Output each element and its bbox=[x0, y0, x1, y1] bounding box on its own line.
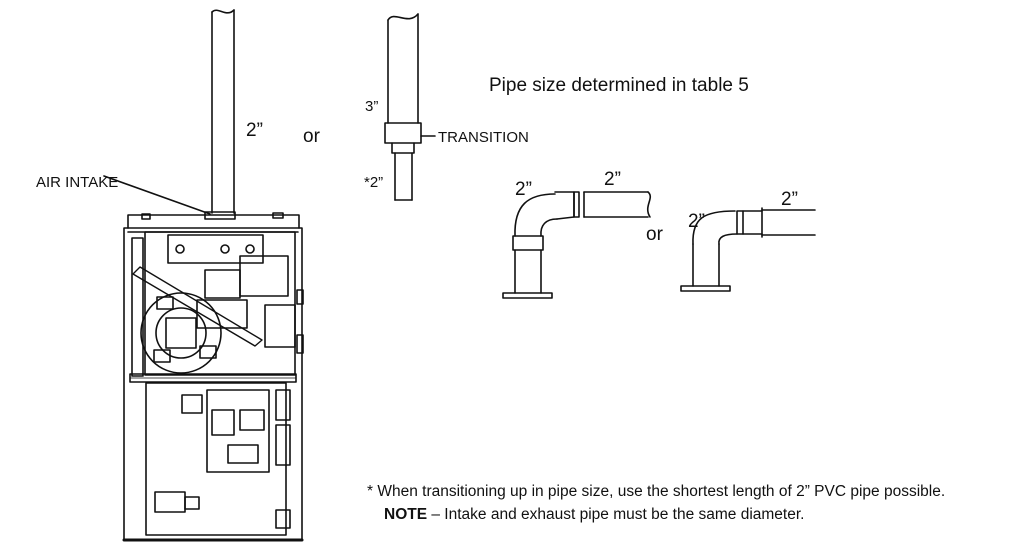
air-intake-label: AIR INTAKE bbox=[36, 174, 119, 191]
intake-pipe-2in bbox=[211, 9, 235, 214]
pipe-3in-label: 3” bbox=[365, 98, 379, 115]
pipe-star-2in-label: *2” bbox=[364, 174, 384, 191]
or-label-elbow: or bbox=[646, 224, 663, 245]
furnace-unit bbox=[122, 211, 304, 542]
elbow2-vertical-label: 2” bbox=[688, 211, 705, 232]
pipe-2in-label: 2” bbox=[246, 120, 263, 141]
footnote-line-1: * When transitioning up in pipe size, us… bbox=[367, 483, 946, 500]
or-label-top: or bbox=[303, 126, 320, 147]
pipe-size-note: Pipe size determined in table 5 bbox=[489, 75, 749, 96]
transition-fitting bbox=[384, 13, 422, 201]
note-text: – Intake and exhaust pipe must be the sa… bbox=[427, 506, 805, 523]
transition-label: TRANSITION bbox=[438, 129, 529, 146]
elbow-assembly-1 bbox=[502, 191, 652, 299]
footnote-line-2: NOTE – Intake and exhaust pipe must be t… bbox=[384, 506, 804, 524]
note-keyword: NOTE bbox=[384, 506, 428, 523]
elbow1-vertical-label: 2” bbox=[515, 179, 532, 200]
elbow1-horizontal-label: 2” bbox=[604, 169, 621, 190]
elbow-assembly-2 bbox=[680, 207, 816, 292]
elbow2-horizontal-label: 2” bbox=[781, 189, 798, 210]
air-intake-leader bbox=[103, 175, 211, 215]
